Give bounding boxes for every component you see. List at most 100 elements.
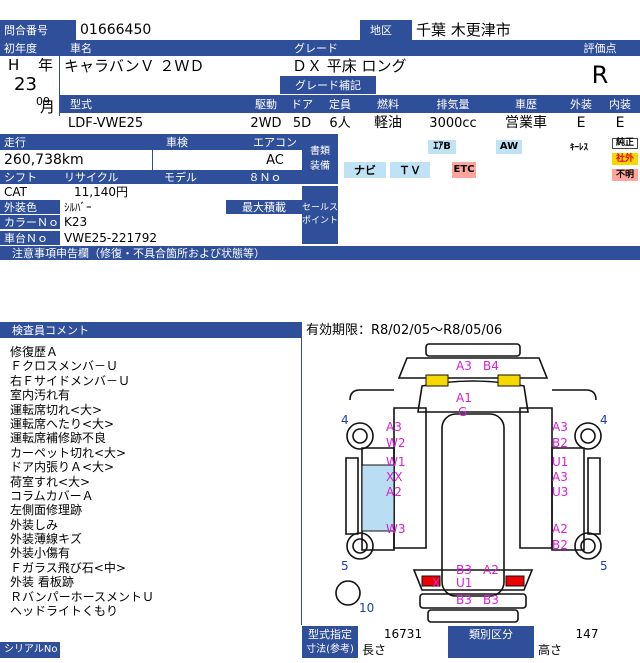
mark-left-4: XX [386, 470, 403, 484]
score-value: R [591, 61, 609, 89]
year-value: 23 [14, 76, 37, 94]
type-value: 16731 [383, 627, 423, 641]
drive-value: 2WD [250, 115, 282, 131]
chassis-label: 車台Ｎｏ [0, 231, 60, 245]
grade-value: ＤＸ 平床 ロング [292, 56, 407, 75]
class-value: 147 [575, 627, 599, 641]
lot-label: 問合番号 [0, 20, 76, 40]
year-label: 初年度 [0, 40, 60, 56]
doors-label: ドア [284, 95, 320, 113]
mileage-value: 260,738km [4, 152, 84, 168]
divider [301, 338, 302, 625]
grade-sub-label: グレード補記 [280, 76, 376, 94]
lot-value: 01666450 [80, 22, 152, 38]
comment-line: 左側面修理跡 [10, 503, 83, 518]
capacity-label: 定員 [320, 95, 360, 113]
equipment-label: 書類 装備 [302, 134, 338, 184]
genuine-badge: 純正 [612, 138, 638, 149]
era: H [8, 58, 20, 73]
tire-depth-fr: 4 [600, 413, 608, 427]
year-block: H 年 23 09 月 [0, 56, 60, 116]
region-value: 千葉 木更津市 [416, 20, 511, 39]
keyless-badge: ｷｰﾚｽ [569, 142, 588, 153]
drive-label: 駆動 [248, 95, 284, 113]
aircon-label: エアコン [248, 134, 302, 150]
region-label: 地区 [360, 20, 412, 40]
mark-right-4: A3 [552, 470, 568, 484]
comment-line: 右Ｆサイドメンバ－Ｕ [10, 373, 131, 388]
comment-line: ヘッドライトくもり [10, 604, 119, 619]
interior-label: 内装 [600, 95, 640, 113]
validity-text: 有効期限：R8/02/05～R8/05/06 [306, 322, 503, 338]
comment-line: 運転席へたり<大> [10, 416, 115, 431]
shift-label: シフト [0, 170, 60, 184]
aircon-value: AC [266, 152, 284, 168]
history-label: 車歴 [490, 95, 562, 113]
comment-line: 外装薄線キズ [10, 532, 83, 547]
model-code-label: モデル [156, 170, 228, 184]
color-label: 外装色 [0, 200, 60, 214]
exterior-label: 外装 [562, 95, 600, 113]
mark-rear-6: B3 [483, 593, 499, 607]
mark-hood-1: A1 [456, 391, 472, 405]
mark-right-2: B2 [552, 436, 568, 450]
mark-rear-2: A2 [483, 563, 499, 577]
year-char: 年 [38, 58, 54, 73]
mark-hood-2: G [458, 405, 468, 419]
inspection-value [152, 150, 248, 170]
recycle-label: リサイクル [60, 170, 156, 184]
mark-rear-5: B3 [456, 593, 472, 607]
inspection-label: 車検 [152, 134, 248, 150]
capacity-value: 6人 [329, 115, 351, 131]
mark-left-1: A3 [386, 420, 402, 434]
aw-badge: AW [496, 140, 522, 154]
comment-line: 外装 看板跡 [10, 575, 74, 590]
navi-badge: ナビ [344, 162, 386, 178]
comment-line: カーペット切れ<大> [10, 445, 127, 460]
mark-right-3: U1 [552, 455, 569, 469]
class-label: 類別区分 [448, 626, 534, 642]
tire-depth-rr: 5 [600, 559, 608, 573]
type-label: 型式指定 [302, 626, 358, 642]
displacement-value: 3000cc [429, 115, 477, 131]
model-value: LDF-VWE25 [68, 115, 144, 131]
max-load-label: 最大積載 [226, 200, 302, 214]
serial-label: シリアルNo [0, 642, 60, 658]
comment-line: 荷室すれ<大> [10, 474, 91, 489]
recycle-value: 11,140円 [74, 185, 128, 199]
mark-rear-4: U1 [456, 576, 473, 590]
fuel-label: 燃料 [360, 95, 416, 113]
car-damage-diagram [335, 343, 602, 623]
color-no-value: K23 [64, 215, 88, 229]
fuel-value: 軽油 [374, 115, 402, 131]
mark-left-6: W3 [386, 522, 406, 536]
comment-line: 室内汚れ有 [10, 388, 71, 403]
grade-label: グレード [280, 40, 560, 56]
comment-line: コラムカバーＡ [10, 488, 94, 503]
inspector-comment-list: 修復歴Ａ Ｆクロスメンバ－Ｕ 右Ｆサイドメンバ－Ｕ 室内汚れ有 運転席切れ<大>… [10, 345, 300, 618]
airbag-badge: ｴｱB [428, 140, 456, 154]
height-label: 高さ [538, 643, 563, 657]
color-value: ｼﾙﾊﾞｰ [64, 200, 92, 214]
aftermarket-badge: 社外 [612, 153, 638, 165]
mark-right-1: A3 [552, 420, 568, 434]
mark-right-7: B2 [552, 538, 568, 552]
displacement-label: 排気量 [416, 95, 490, 113]
vin-no-label: ８Ｎｏ [228, 170, 302, 184]
comment-line: 修復歴Ａ [10, 345, 59, 359]
car-name: キャラバンＶ ２ＷＤ [64, 56, 205, 75]
mark-front-1: A3 [456, 359, 472, 373]
doors-value: 5D [292, 115, 312, 131]
width-box [448, 642, 534, 658]
sales-point-label: セールス ポイント [302, 186, 338, 244]
tire-depth-fl: 4 [341, 413, 349, 427]
comment-line: ＲバンパーホースメントＵ [10, 589, 155, 604]
comment-line: Ｆガラス飛び石<中> [10, 560, 126, 575]
model-label: 型式 [60, 95, 248, 113]
comment-line: 外装しみ [10, 517, 59, 532]
exterior-value: E [576, 115, 586, 131]
mark-left-2: W2 [386, 436, 406, 450]
color-no-label: カラーＮｏ [0, 215, 60, 229]
mark-front-2: B4 [483, 359, 499, 373]
